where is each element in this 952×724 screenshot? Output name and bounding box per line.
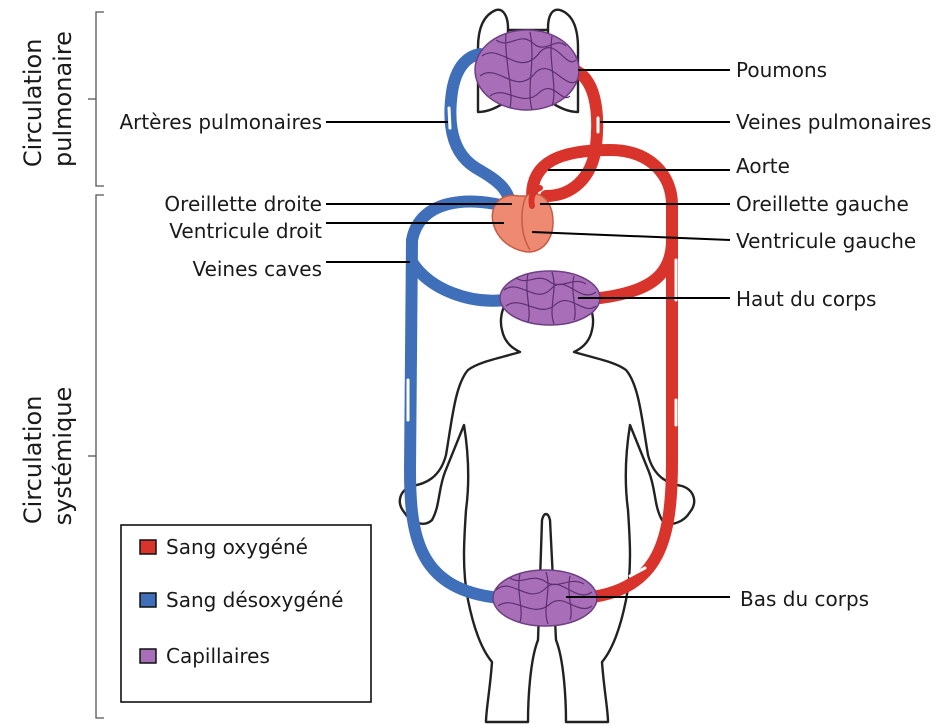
systemic-bracket <box>88 194 104 719</box>
lung-capillaries <box>474 29 580 111</box>
legend-label-capillaries: Capillaires <box>166 644 270 668</box>
body-outline <box>398 288 696 724</box>
heart <box>491 185 554 253</box>
label-ventricule-gauche: Ventricule gauche <box>736 229 916 253</box>
legend-swatch-capillaries <box>139 648 157 664</box>
side-label-systemic: Circulation systémique <box>19 387 77 526</box>
aorta-branch-upper <box>594 234 678 304</box>
legend-swatch-oxygenated <box>139 539 157 555</box>
vessel-centerlines <box>406 106 678 578</box>
label-poumons: Poumons <box>736 58 827 82</box>
vena-cava-branch-upper <box>406 256 511 307</box>
label-oreillette-droite: Oreillette droite <box>164 192 322 216</box>
leader-lines <box>326 69 731 598</box>
label-aorte: Aorte <box>736 154 790 178</box>
legend-item-capillaries: Capillaires <box>139 644 270 668</box>
label-arteres-pulmonaires: Artères pulmonaires <box>119 110 322 134</box>
legend-label-oxygenated: Sang oxygéné <box>166 535 308 559</box>
pulmonary-artery-vessel <box>444 48 518 224</box>
vena-cava-vessel <box>404 195 506 604</box>
label-ventricule-droit: Ventricule droit <box>169 219 322 243</box>
side-label-pulmonary: Circulation pulmonaire <box>19 31 77 167</box>
legend-swatch-deoxygenated <box>139 592 157 608</box>
legend-item-oxygenated: Sang oxygéné <box>139 535 308 559</box>
label-bas-du-corps: Bas du corps <box>740 587 869 611</box>
aorta-vessel <box>526 144 678 604</box>
label-oreillette-gauche: Oreillette gauche <box>736 192 909 216</box>
legend-label-deoxygenated: Sang désoxygéné <box>166 588 343 612</box>
legend: Sang oxygéné Sang désoxygéné Capillaires <box>120 524 372 703</box>
label-veines-pulmonaires: Veines pulmonaires <box>736 110 931 134</box>
pulmonary-bracket <box>88 11 104 187</box>
legend-item-deoxygenated: Sang désoxygéné <box>139 588 343 612</box>
label-haut-du-corps: Haut du corps <box>736 287 876 311</box>
label-veines-caves: Veines caves <box>192 257 322 281</box>
lower-body-capillaries <box>492 569 598 627</box>
pulmonary-vein-vessel <box>540 64 604 202</box>
